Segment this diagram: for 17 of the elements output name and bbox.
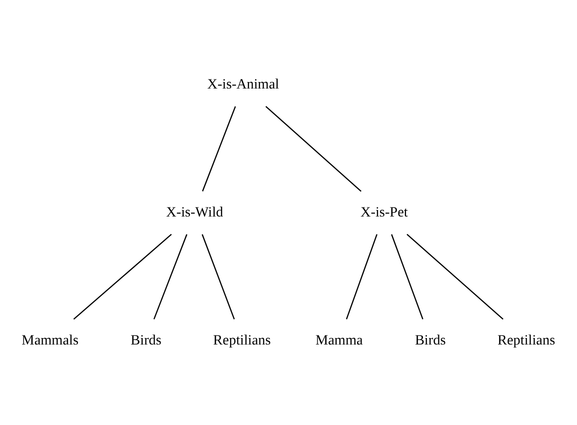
node-text: Mammals [22, 332, 78, 348]
node-text: X-is-Animal [207, 76, 280, 92]
connector [202, 234, 235, 319]
connector [202, 106, 236, 191]
connector [73, 233, 172, 320]
node-text: Reptilians [213, 332, 271, 348]
connector [391, 234, 424, 319]
node-text: Birds [414, 332, 446, 348]
connector [265, 105, 362, 192]
node-text: Reptilians [498, 332, 556, 348]
node-text: X-is-Pet [360, 204, 408, 220]
connector [406, 233, 504, 320]
connector [153, 234, 188, 319]
node-text: X-is-Wild [166, 204, 224, 220]
connector [346, 234, 378, 319]
node-text: Mamma [315, 332, 363, 348]
node-text: Birds [130, 332, 162, 348]
